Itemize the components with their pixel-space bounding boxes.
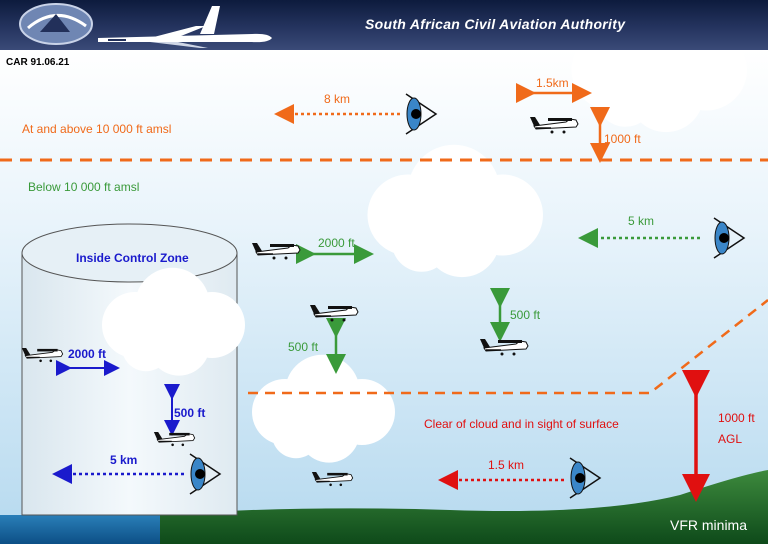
ground xyxy=(155,470,768,544)
footer-title: VFR minima xyxy=(670,517,748,533)
agl-height-label: 1000 ft xyxy=(718,411,755,425)
header-bar: South African Civil Aviation Authority xyxy=(0,0,768,50)
ctr-visibility-label: 5 km xyxy=(110,453,138,467)
low-level-label: Clear of cloud and in sight of surface xyxy=(424,417,619,431)
regulation-reference: CAR 91.06.21 xyxy=(6,57,70,68)
lower-vertical-cloud-left-label: 500 ft xyxy=(288,340,319,354)
lower-horizontal-cloud-label: 2000 ft xyxy=(318,236,355,250)
sea xyxy=(0,515,160,544)
lower-vertical-cloud-right-label: 500 ft xyxy=(510,308,541,322)
upper-horizontal-cloud-label: 1.5km xyxy=(536,76,569,90)
agl-1000ft-line xyxy=(248,299,768,395)
agl-height-unit-label: AGL xyxy=(718,432,743,446)
header-graphics xyxy=(19,3,272,48)
upper-zone-label: At and above 10 000 ft amsl xyxy=(22,122,172,136)
upper-visibility-label: 8 km xyxy=(324,92,351,106)
lower-visibility-label: 5 km xyxy=(628,214,655,228)
low-visibility-label: 1.5 km xyxy=(488,458,525,472)
lower-zone-label: Below 10 000 ft amsl xyxy=(28,180,140,194)
upper-vertical-cloud-label: 1000 ft xyxy=(604,132,641,146)
ctr-horizontal-cloud-label: 2000 ft xyxy=(68,347,107,361)
airliner-icon xyxy=(98,6,272,48)
logo-icon xyxy=(19,3,93,45)
ctr-vertical-cloud-label: 500 ft xyxy=(174,406,206,420)
header-title: South African Civil Aviation Authority xyxy=(365,16,626,32)
control-zone-label: Inside Control Zone xyxy=(76,251,189,265)
